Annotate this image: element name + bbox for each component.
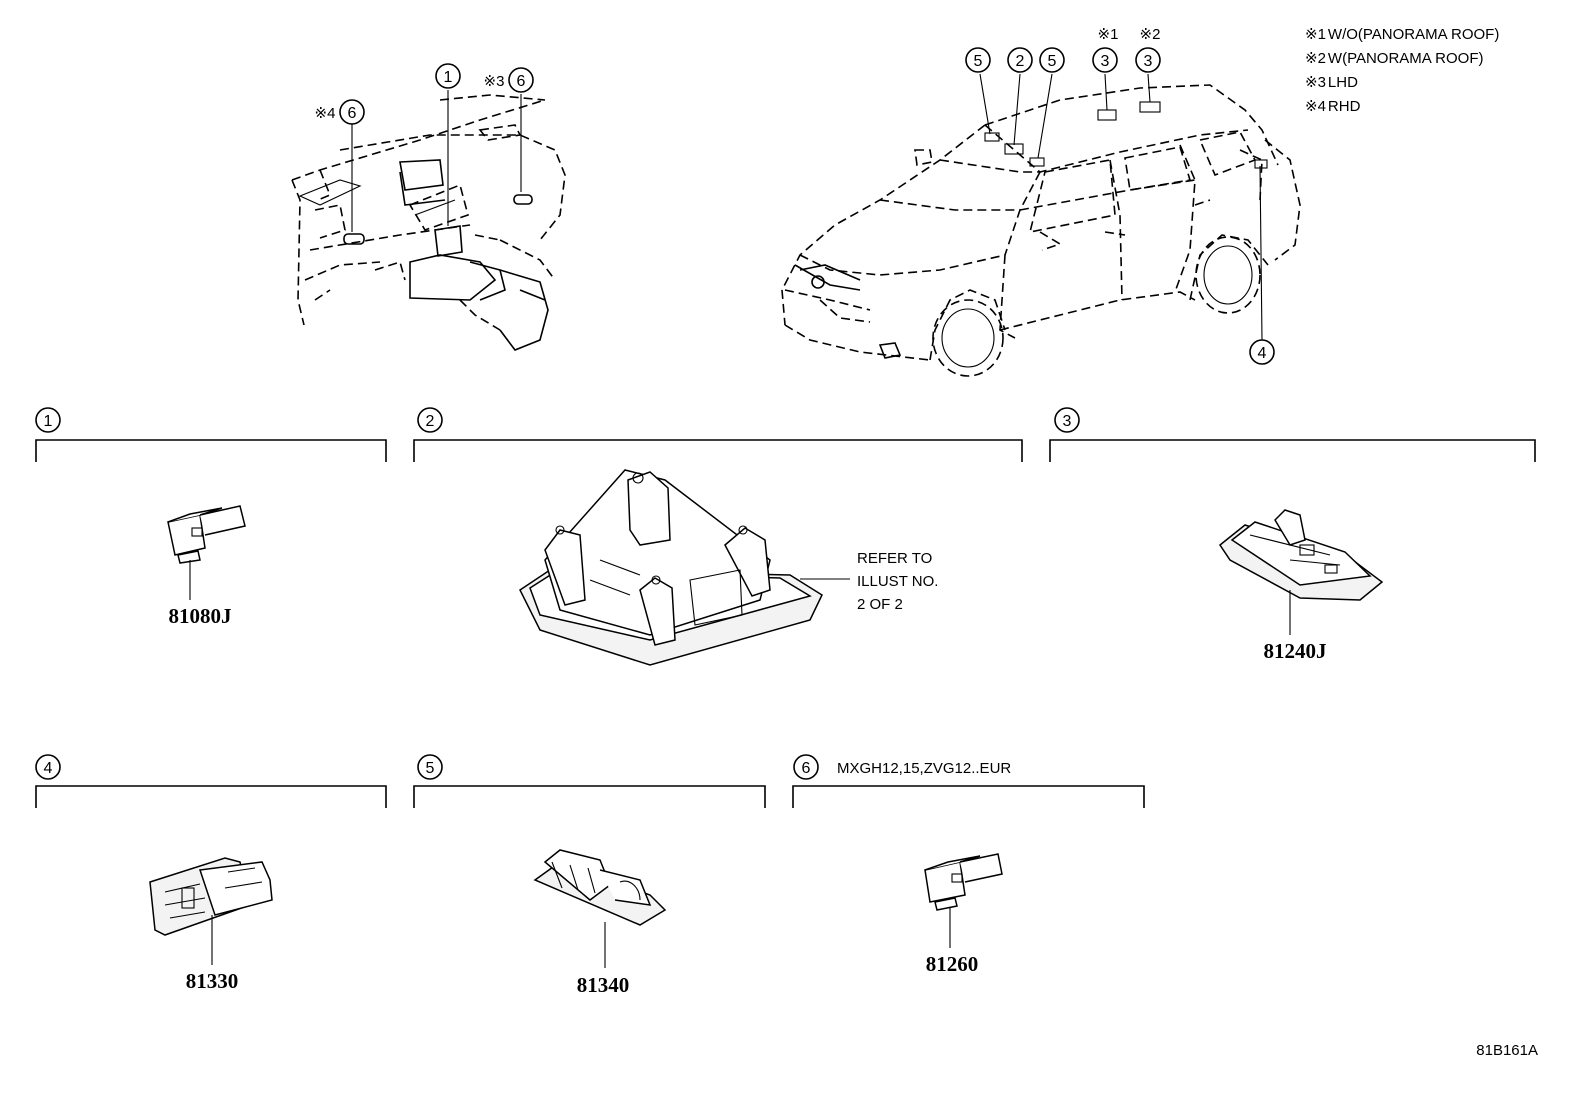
dashboard-callouts: 1 6 ※3 6 ※4 — [315, 63, 534, 232]
car-callout-5a: 5 — [974, 53, 983, 70]
note-text: RHD — [1328, 98, 1361, 115]
note-text: W(PANORAMA ROOF) — [1328, 50, 1484, 67]
callout-1: 1 — [444, 69, 453, 86]
car-callout-3a-mark: ※1 — [1098, 26, 1119, 43]
group-1: 1 81080J — [35, 407, 387, 628]
part-81340-drawing — [533, 849, 667, 926]
part-number-81260: 81260 — [926, 952, 979, 976]
part-81240J-drawing — [1218, 509, 1384, 601]
group-5: 5 81340 — [413, 754, 766, 997]
group-3: 3 81240J — [1049, 407, 1536, 663]
note-mark: ※3 — [1305, 74, 1326, 91]
part-number-81330: 81330 — [186, 969, 239, 993]
refer-line-2: ILLUST NO. — [857, 573, 938, 590]
part-81330-drawing — [149, 857, 273, 936]
car-callout-5b: 5 — [1048, 53, 1057, 70]
part-number-81080J: 81080J — [169, 604, 232, 628]
note-text: LHD — [1328, 74, 1358, 91]
refer-line-3: 2 OF 2 — [857, 596, 903, 613]
note-mark: ※4 — [1305, 98, 1326, 115]
car-callout-4: 4 — [1258, 345, 1267, 362]
refer-line-1: REFER TO — [857, 550, 932, 567]
svg-text:※2W(PANORAMA ROOF): ※2W(PANORAMA ROOF) — [1305, 50, 1483, 67]
group-3-number: 3 — [1063, 413, 1072, 430]
car-callout-3a: 3 — [1101, 53, 1110, 70]
dashboard-illustration — [291, 94, 566, 351]
car-callout-3b-mark: ※2 — [1140, 26, 1161, 43]
part-81260-drawing — [924, 853, 1003, 911]
note-mark: ※2 — [1305, 50, 1326, 67]
part-81080J-drawing — [167, 505, 246, 564]
group-5-number: 5 — [426, 760, 435, 777]
callout-6-lhd-mark: ※3 — [484, 73, 505, 90]
car-callouts: 5 2 5 3 ※1 3 ※2 4 — [965, 26, 1275, 365]
group-6-note: MXGH12,15,ZVG12..EUR — [837, 760, 1011, 777]
group-6-number: 6 — [802, 760, 811, 777]
group-1-number: 1 — [44, 413, 53, 430]
callout-circle — [435, 63, 461, 89]
callout-6-lhd: 6 — [517, 73, 526, 90]
car-callout-3b: 3 — [1144, 53, 1153, 70]
group-6: 6 MXGH12,15,ZVG12..EUR 81260 — [792, 754, 1145, 976]
part-number-81340: 81340 — [577, 973, 630, 997]
car-callout-2: 2 — [1016, 53, 1025, 70]
group-4-number: 4 — [44, 760, 53, 777]
figure-code: 81B161A — [1476, 1042, 1538, 1059]
callout-6-rhd-mark: ※4 — [315, 105, 336, 122]
svg-text:※1W/O(PANORAMA ROOF): ※1W/O(PANORAMA ROOF) — [1305, 26, 1499, 43]
group-2-number: 2 — [426, 413, 435, 430]
group-4: 4 81330 — [35, 754, 387, 993]
group-2: 2 REFER TO ILLUST NO. 2 OF 2 — [413, 407, 1023, 666]
overhead-console-drawing — [519, 469, 823, 666]
part-number-81240J: 81240J — [1264, 639, 1327, 663]
note-mark: ※1 — [1305, 26, 1326, 43]
callout-6-rhd: 6 — [348, 105, 357, 122]
car-illustration — [781, 84, 1301, 377]
note-text: W/O(PANORAMA ROOF) — [1328, 26, 1499, 43]
